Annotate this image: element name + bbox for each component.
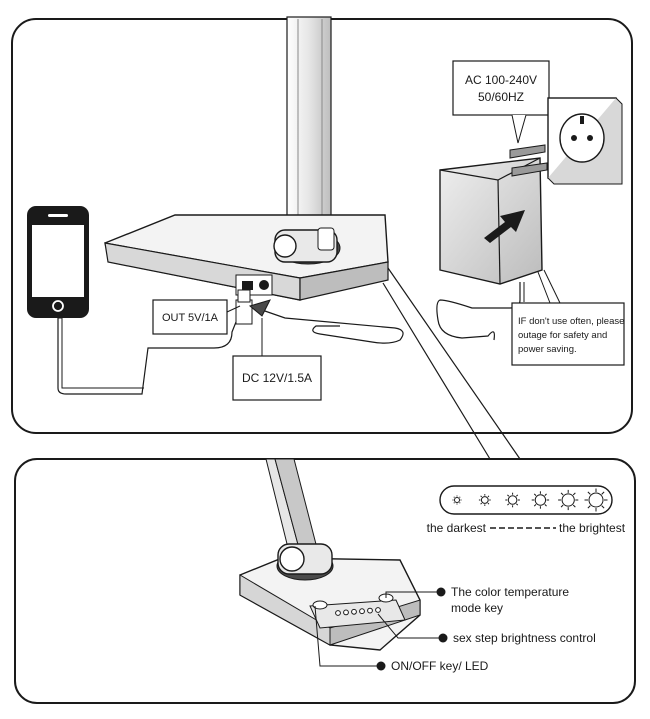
svg-text:AC 100-240V: AC 100-240V: [465, 73, 537, 87]
brightness-step-key-1: [335, 610, 341, 616]
ac-input-callout: AC 100-240V 50/60HZ: [452, 60, 550, 144]
sun-icon-step-4: [531, 491, 550, 509]
brightness-step-key-3: [351, 608, 357, 615]
brightness-control-callout: sex step brightness control: [377, 613, 596, 645]
svg-text:OUT 5V/1A: OUT 5V/1A: [162, 312, 219, 324]
lamp-base: [104, 214, 389, 301]
onoff-callout: ON/OFF key/ LED: [314, 605, 489, 673]
brightest-label: the brightest: [559, 521, 626, 535]
usb-output-callout: OUT 5V/1A: [152, 299, 241, 335]
onoff-key: [312, 600, 328, 610]
svg-text:IF don't use often, please: IF don't use often, please: [518, 316, 624, 327]
sun-icon-step-3: [505, 492, 520, 508]
brightness-step-key-4: [359, 608, 365, 615]
sun-icon-step-1: [452, 495, 462, 505]
wall-socket-icon: [547, 97, 623, 185]
brightness-step-key-5: [367, 607, 373, 614]
top-panel: OUT 5V/1A DC 12V/1.5A AC 100-240V 50/60H…: [11, 16, 633, 434]
dc-input-callout: DC 12V/1.5A: [232, 318, 322, 401]
power-adapter-icon: [439, 144, 548, 285]
color-temperature-callout: The color temperature mode key: [385, 585, 569, 615]
bottom-panel: the darkest the brightest The color temp…: [14, 458, 636, 704]
lamp-pole: [286, 16, 332, 250]
svg-text:ON/OFF key/ LED: ON/OFF key/ LED: [391, 659, 489, 673]
darkest-label: the darkest: [427, 521, 487, 535]
zoom-line-right: [387, 267, 521, 460]
brightness-scale: the darkest the brightest: [427, 485, 626, 535]
svg-text:The color temperature: The color temperature: [451, 585, 569, 599]
lamp-closeup: [239, 458, 421, 651]
dc-cable: [261, 309, 404, 344]
svg-text:power saving.: power saving.: [518, 344, 577, 355]
sun-icon-step-2: [478, 494, 491, 506]
svg-text:DC 12V/1.5A: DC 12V/1.5A: [242, 371, 312, 385]
zoom-line-left: [382, 282, 491, 460]
usb-cable: [57, 318, 237, 395]
svg-text:50/60HZ: 50/60HZ: [478, 90, 524, 104]
brightness-step-key-6: [375, 607, 381, 613]
svg-text:sex step brightness control: sex step brightness control: [453, 631, 596, 645]
plug-in-arrow-icon: [484, 210, 525, 243]
svg-text:mode key: mode key: [451, 601, 503, 615]
sun-icon-step-6: [584, 488, 608, 512]
power-saving-note: IF don't use often, please outage for sa…: [511, 269, 625, 366]
brightness-step-key-2: [343, 609, 349, 616]
smartphone-icon: [27, 206, 89, 318]
svg-text:outage for safety and: outage for safety and: [518, 330, 607, 341]
sun-icon-step-5: [558, 489, 579, 511]
